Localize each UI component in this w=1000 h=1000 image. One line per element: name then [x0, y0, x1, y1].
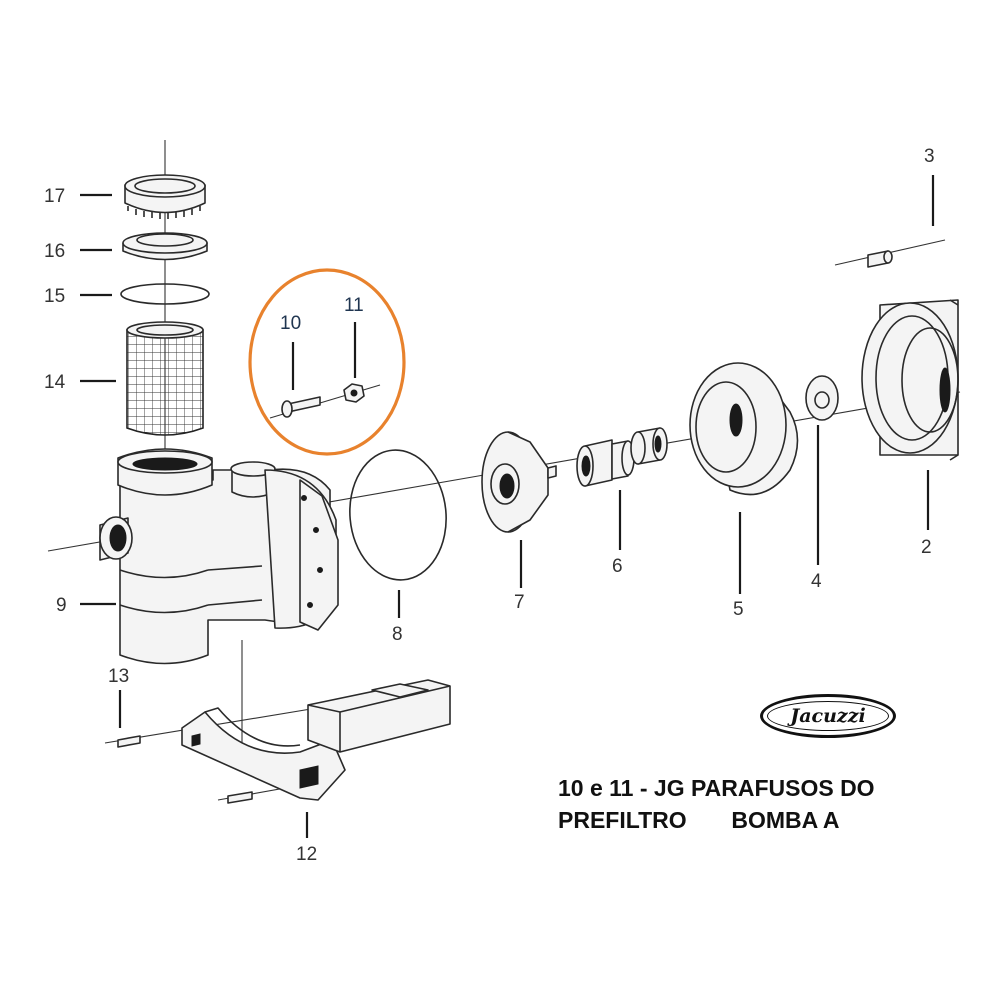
leader-lines — [80, 175, 935, 838]
part-3-screw — [867, 250, 893, 268]
highlight-circle — [248, 268, 406, 456]
part-5-diffuser — [689, 362, 799, 496]
callout-9: 9 — [56, 595, 67, 616]
part-12-pin — [227, 791, 253, 804]
callout-3: 3 — [924, 146, 935, 167]
part-10-screw — [281, 396, 321, 418]
callout-13: 13 — [108, 666, 129, 687]
part-11-nut — [343, 383, 365, 403]
callout-6: 6 — [612, 556, 623, 577]
callout-16: 16 — [44, 241, 65, 262]
callout-8: 8 — [392, 624, 403, 645]
part-14-basket — [126, 321, 204, 436]
callout-7: 7 — [514, 592, 525, 613]
logo-inner-ring — [767, 701, 889, 731]
part-17-ring-nut — [124, 174, 206, 219]
part-8-gasket — [349, 449, 447, 581]
part-12-base — [181, 679, 451, 801]
part-15-o-ring — [120, 283, 210, 305]
part-2-flange — [861, 299, 959, 461]
caption: 10 e 11 - JG PARAFUSOS DO PREFILTRO BOMB… — [558, 772, 978, 836]
logo-text: Jacuzzi — [790, 705, 866, 727]
callout-5: 5 — [733, 599, 744, 620]
callout-15: 15 — [44, 286, 65, 307]
callout-11: 11 — [344, 295, 364, 316]
caption-line-1: 10 e 11 - JG PARAFUSOS DO — [558, 775, 875, 801]
part-7-impeller — [481, 431, 557, 533]
callout-14: 14 — [44, 372, 66, 393]
part-9-pump-body — [99, 448, 339, 665]
caption-line-2: PREFILTRO BOMBA A — [558, 807, 840, 833]
callout-17: 17 — [44, 186, 65, 207]
part-13-pin — [117, 735, 141, 748]
part-16-lid — [122, 232, 208, 261]
part-6-seal — [576, 427, 668, 487]
callout-2: 2 — [921, 537, 932, 558]
callout-12: 12 — [296, 844, 317, 865]
callout-10: 10 — [280, 313, 301, 334]
callout-4: 4 — [811, 571, 822, 592]
jacuzzi-logo: Jacuzzi — [760, 694, 896, 738]
part-4-washer — [805, 375, 839, 421]
